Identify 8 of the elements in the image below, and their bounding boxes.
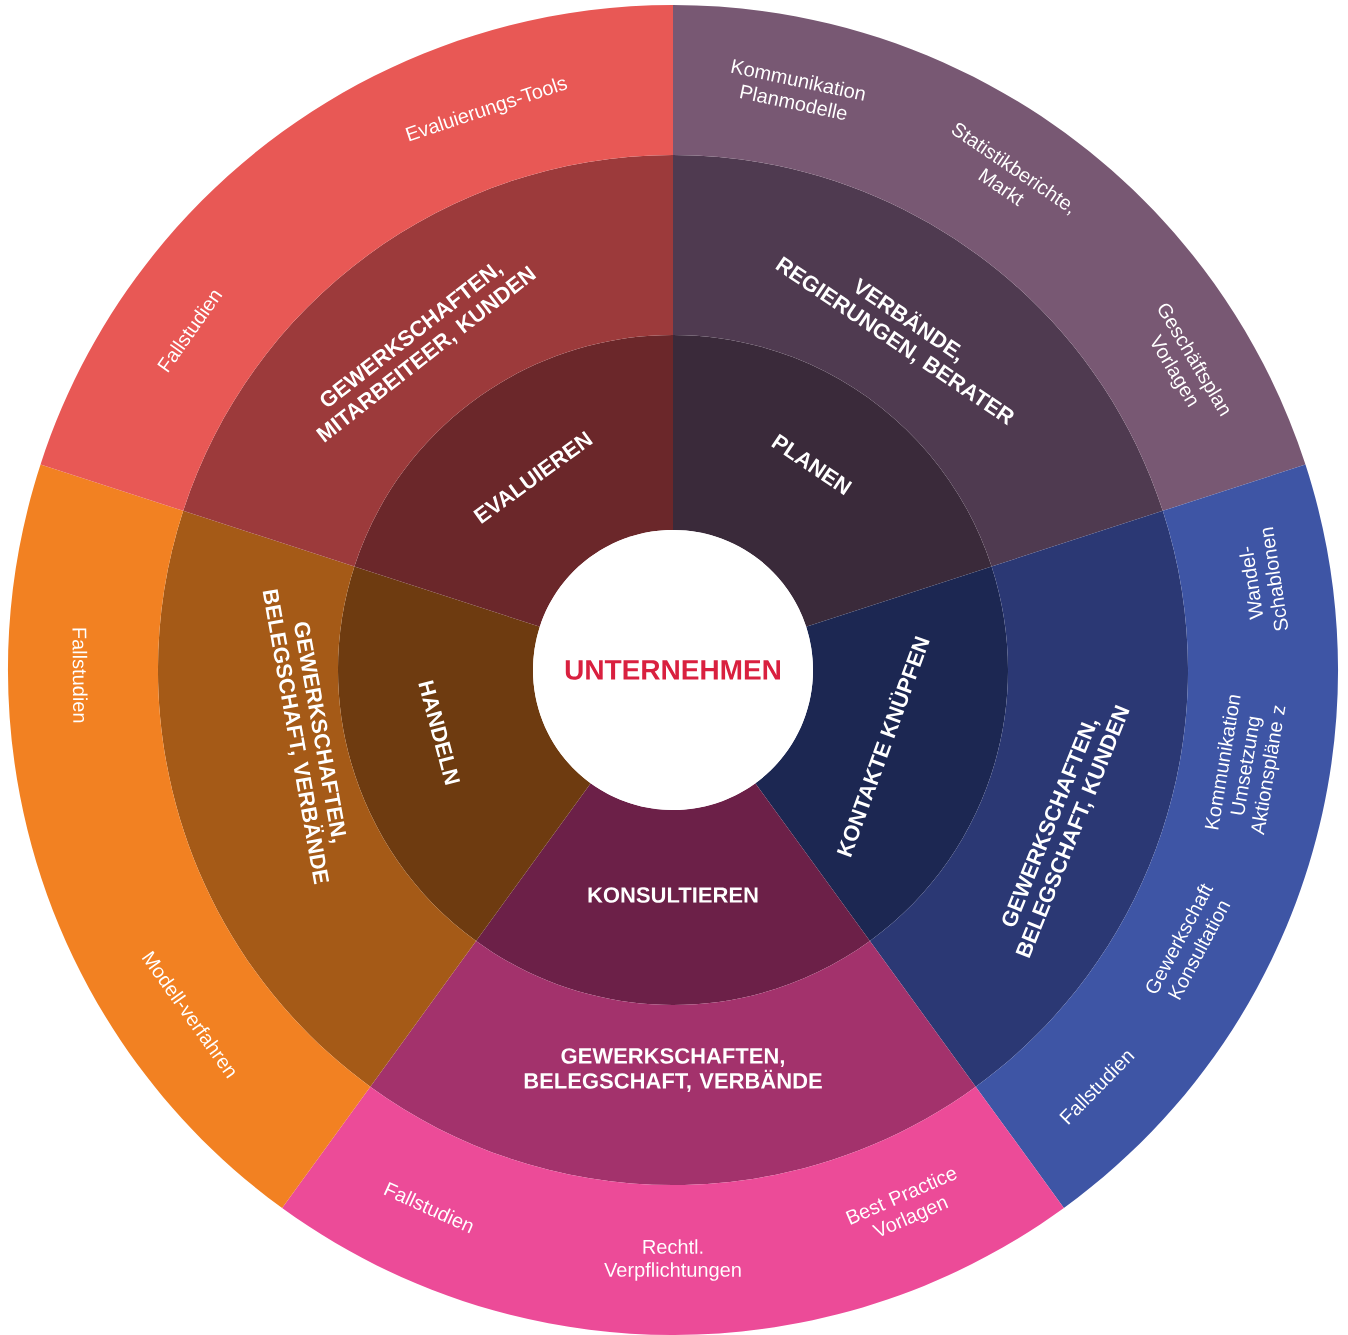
ring-segment: [673, 5, 1306, 511]
resource-label: Rechtl. Verpflichtungen: [604, 1239, 741, 1281]
sector-title: KONSULTIEREN: [588, 887, 758, 903]
stakeholder-label: GEWERKSCHAFTEN, BELEGSCHAFT, VERBÄNDE: [524, 1048, 822, 1092]
resource-label: Wandel- Schablonen: [1239, 527, 1288, 631]
ring-segment: [975, 464, 1339, 1208]
resource-label: Fallstudien: [72, 628, 88, 723]
ring-segment: [7, 464, 371, 1208]
